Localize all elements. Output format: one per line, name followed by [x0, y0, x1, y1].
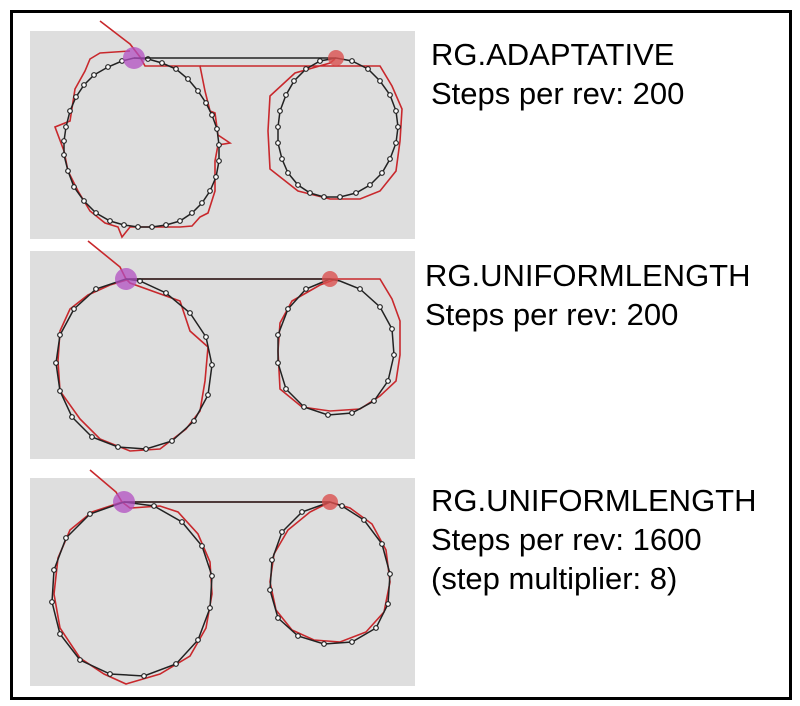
- circle-right: [275, 57, 401, 200]
- right-start-marker: [328, 50, 344, 66]
- label-panel-2: RG.UNIFORMLENGTH Steps per rev: 200: [425, 256, 751, 334]
- right-start-marker: [322, 494, 338, 510]
- panel-adaptative: [30, 20, 415, 239]
- panel-2-steps: Steps per rev: 200: [425, 297, 679, 332]
- panel-3-title: RG.UNIFORMLENGTH: [431, 483, 757, 518]
- panel-uniformlength-200: [30, 240, 415, 459]
- circle-right: [275, 278, 397, 418]
- panel-3-steps: Steps per rev: 1600: [431, 522, 702, 557]
- panel-uniformlength-1600: [30, 469, 415, 686]
- path-diagram-uniformlength-1600: [49, 469, 393, 685]
- label-panel-3: RG.UNIFORMLENGTH Steps per rev: 1600 (st…: [431, 481, 757, 598]
- circle-left: [61, 56, 222, 230]
- figure-frame: RG.ADAPTATIVE Steps per rev: 200: [10, 10, 792, 700]
- path-diagram-adaptative: [53, 20, 403, 239]
- panel-2-title: RG.UNIFORMLENGTH: [425, 258, 751, 293]
- panel-3-extra: (step multiplier: 8): [431, 561, 678, 596]
- panel-1-title: RG.ADAPTATIVE: [431, 37, 675, 72]
- step-path-red-right: [200, 58, 403, 200]
- path-diagram-uniformlength-200: [53, 240, 401, 452]
- pen-position-marker: [113, 491, 135, 513]
- pen-position-marker: [115, 268, 137, 290]
- circle-right: [267, 501, 393, 647]
- panel-1-steps: Steps per rev: 200: [431, 76, 685, 111]
- circle-left: [53, 278, 215, 452]
- circle-left: [49, 501, 215, 679]
- label-panel-1: RG.ADAPTATIVE Steps per rev: 200: [431, 35, 684, 113]
- right-start-marker: [322, 271, 338, 287]
- pen-position-marker: [123, 47, 145, 69]
- step-path-red: [57, 240, 401, 452]
